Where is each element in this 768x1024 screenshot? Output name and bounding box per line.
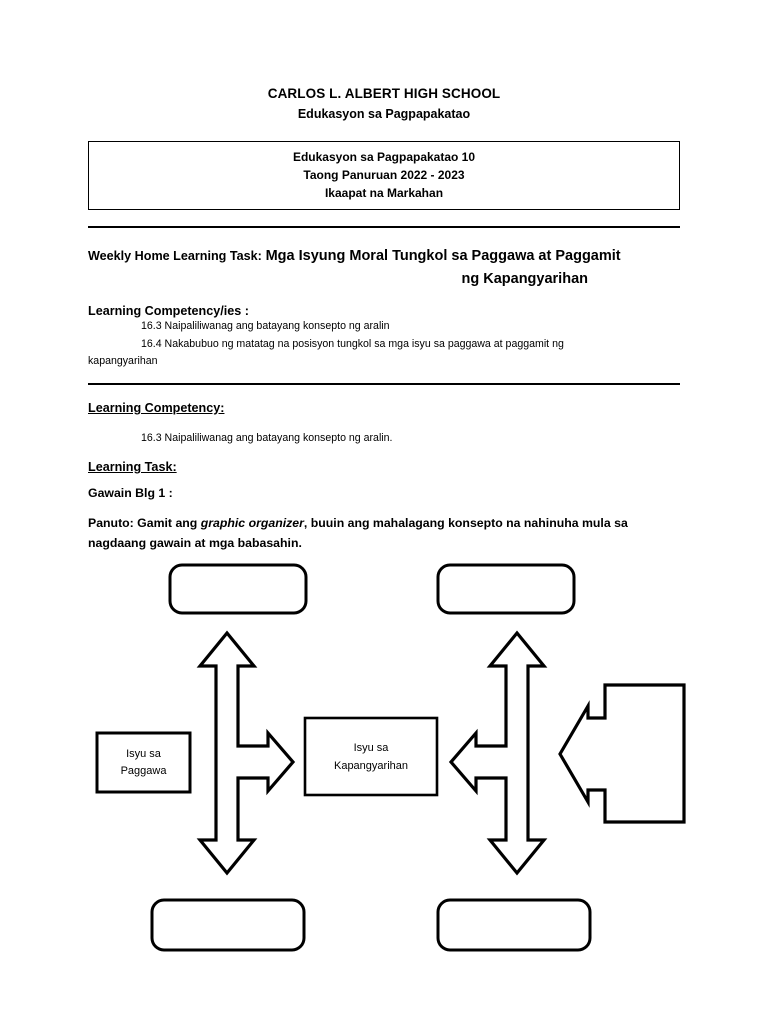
panuto-line-two: nagdaang gawain at mga babasahin. [88, 535, 302, 550]
divider-top [88, 226, 680, 229]
school-subject: Edukasyon sa Pagpapakatao [297, 106, 471, 121]
node-label-center-line1: Isyu sa [354, 742, 390, 754]
panuto-instruction: Panuto: Gamit ang graphic organizer, buu… [88, 514, 680, 554]
competency-heading: Learning Competency: [88, 400, 225, 415]
info-quarter: Ikaapat na Markahan [324, 186, 444, 201]
node-label-left-line1: Isyu sa [126, 748, 162, 760]
blank-box-bottom-right[interactable] [436, 898, 592, 952]
learning-task-heading: Learning Task: [88, 459, 177, 474]
task-title-line-two: ng Kapangyarihan [461, 271, 589, 288]
school-header: CARLOS L. ALBERT HIGH SCHOOL Edukasyon s… [88, 0, 680, 123]
panuto-italic-term: graphic organizer [200, 515, 304, 530]
block-arrow-left-pointing[interactable] [558, 683, 686, 824]
three-way-arrow-right [448, 630, 548, 876]
task-title-text: Mga Isyung Moral Tungkol sa Paggawa at P… [265, 248, 621, 265]
panuto-suffix: , buuin ang mahalagang konsepto na nahin… [303, 515, 628, 530]
info-school-year: Taong Panuruan 2022 - 2023 [303, 167, 465, 182]
info-subject-grade: Edukasyon sa Pagpapakatao 10 [292, 149, 476, 164]
school-name: CARLOS L. ALBERT HIGH SCHOOL [267, 86, 501, 101]
blank-box-bottom-left[interactable] [150, 898, 306, 952]
divider-middle [88, 382, 680, 385]
competency-single-item: 16.3 Naipaliliwanag ang batayang konsept… [141, 431, 393, 444]
blank-box-top-right[interactable] [436, 563, 576, 615]
competency-item-16-4: 16.4 Nakabubuo ng matatag na posisyon tu… [141, 337, 564, 350]
graphic-organizer: Isyu sa Paggawa Isyu sa Kapangyarihan [0, 540, 768, 980]
document-content: CARLOS L. ALBERT HIGH SCHOOL Edukasyon s… [88, 0, 680, 554]
gawain-label: Gawain Blg 1 : [88, 485, 173, 500]
node-box-isyu-sa-paggawa[interactable] [95, 731, 192, 794]
blank-box-top-left[interactable] [168, 563, 308, 615]
task-title-block: Weekly Home Learning Task: Mga Isyung Mo… [88, 245, 680, 290]
node-label-left-line2: Paggawa [121, 765, 168, 777]
task-title-line-one: Weekly Home Learning Task: Mga Isyung Mo… [88, 245, 680, 267]
task-label: Weekly Home Learning Task: [88, 249, 262, 264]
competency-item-16-4-wrap: kapangyarihan [88, 354, 158, 367]
node-box-isyu-sa-kapangyarihan[interactable] [303, 716, 439, 797]
competencies-heading: Learning Competency/ies : [88, 304, 249, 319]
three-way-arrow-left [196, 630, 296, 876]
info-table: Edukasyon sa Pagpapakatao 10 Taong Panur… [88, 140, 680, 211]
panuto-prefix: Panuto: Gamit ang [88, 515, 201, 530]
node-label-center-line2: Kapangyarihan [334, 760, 408, 772]
competency-item-16-3: 16.3 Naipaliliwanag ang batayang konsept… [141, 320, 390, 333]
